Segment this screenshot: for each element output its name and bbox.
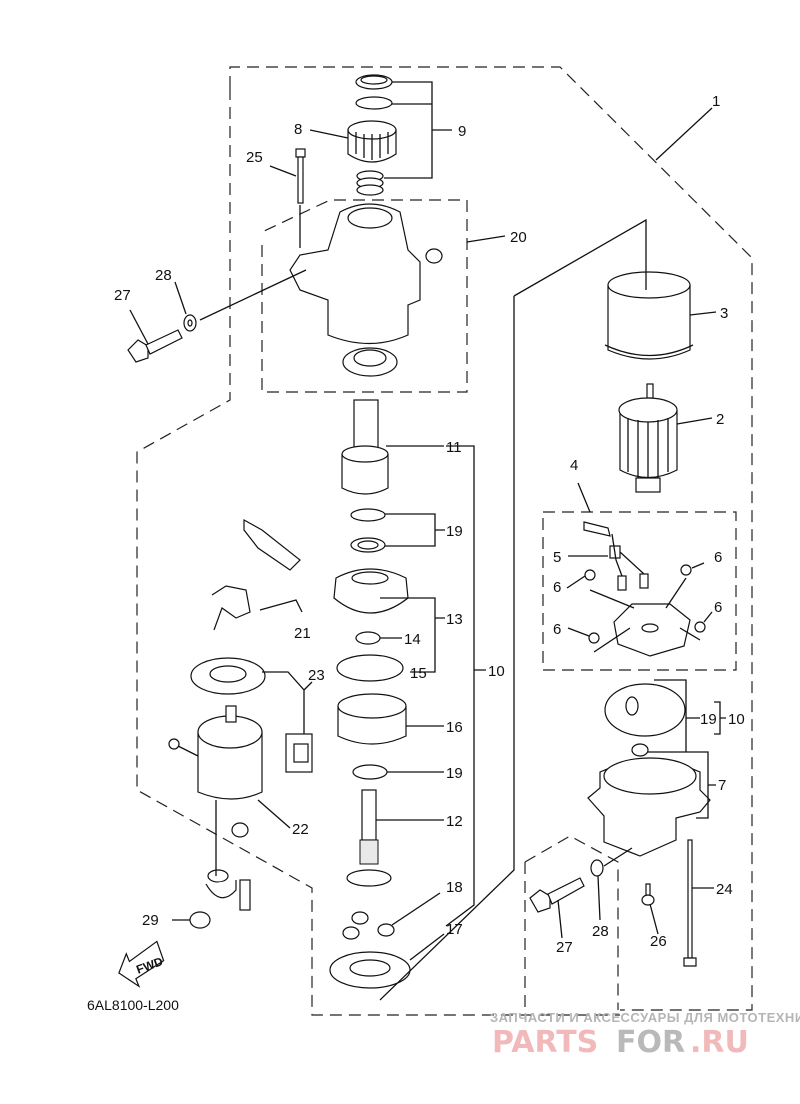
callout-8: 8	[294, 121, 302, 138]
callout-6c: 6	[714, 599, 722, 616]
brush-holder-plate	[613, 603, 691, 657]
callout-6a: 6	[553, 579, 561, 596]
callout-28b: 28	[592, 923, 609, 940]
callout-12: 12	[446, 813, 463, 830]
callout-19c: 19	[700, 711, 717, 728]
callout-19a: 19	[446, 523, 463, 540]
front-housing	[289, 203, 443, 345]
bushing-14	[355, 631, 381, 645]
washer-19	[350, 537, 386, 553]
callout-7: 7	[718, 777, 726, 794]
pinion-seal-ring	[355, 74, 393, 90]
callout-23: 23	[308, 667, 325, 684]
callout-15: 15	[410, 665, 427, 682]
bolt-27	[127, 329, 183, 363]
washer-28-right	[590, 859, 604, 877]
callout-17: 17	[446, 921, 463, 938]
ring-15	[336, 654, 404, 682]
snap-ring	[355, 96, 393, 110]
bolt-27-right	[529, 877, 585, 913]
armature	[618, 383, 678, 493]
callout-11: 11	[446, 439, 462, 456]
diagram-code: 6AL8100-L200	[87, 997, 179, 1013]
bolt-25	[295, 148, 306, 248]
callout-27a: 27	[114, 287, 131, 304]
callout-18: 18	[446, 879, 463, 896]
nut-29	[189, 911, 211, 929]
watermark-brand: PARTS FOR .RU	[492, 1025, 749, 1060]
housing-group-boundary	[261, 199, 468, 393]
yoke	[604, 271, 694, 360]
callout-1: 1	[712, 93, 720, 110]
callout-2: 2	[716, 411, 724, 428]
callout-10b: 10	[728, 711, 745, 728]
washer-19-lower	[352, 764, 388, 780]
callout-10a: 10	[488, 663, 505, 680]
terminal-boot	[205, 869, 251, 911]
callout-6b: 6	[714, 549, 722, 566]
brush-holder-group-boundary	[542, 511, 737, 671]
pinion-spring	[356, 170, 384, 196]
pinion-shaft-11	[341, 399, 389, 495]
solenoid-22	[168, 705, 263, 800]
callout-28a: 28	[155, 267, 172, 284]
callout-5: 5	[553, 549, 561, 566]
callout-16: 16	[446, 719, 463, 736]
watermark-brand-ru: .RU	[690, 1025, 749, 1060]
brush-spring	[584, 564, 706, 644]
forward-direction-arrow: FWD	[118, 940, 165, 988]
callout-21: 21	[294, 625, 311, 642]
screw-26	[641, 883, 655, 906]
callout-3: 3	[720, 305, 728, 322]
output-shaft-12	[346, 789, 392, 887]
callout-20: 20	[510, 229, 527, 246]
callout-4: 4	[570, 457, 578, 474]
rear-cover	[587, 757, 711, 857]
cap-22	[231, 822, 249, 838]
watermark-brand-parts: PARTS	[492, 1025, 598, 1060]
callout-29: 29	[142, 912, 159, 929]
solenoid-gasket	[190, 657, 266, 695]
clutch-housing-13	[333, 568, 409, 614]
watermark-brand-for: FOR	[616, 1025, 685, 1060]
planet-gear-ring-16	[337, 693, 407, 745]
brush-lead	[583, 521, 649, 591]
watermark-subtitle: ЗАПЧАСТИ И АКСЕССУАРЫ ДЛЯ МОТОТЕХНИКИ	[490, 1010, 800, 1025]
solenoid-cover-23	[285, 733, 313, 773]
callout-24: 24	[716, 881, 733, 898]
bolt-group-boundary	[524, 835, 619, 1010]
through-bolt-24	[683, 839, 697, 967]
assembly-boundary	[136, 66, 753, 1016]
callout-27b: 27	[556, 939, 573, 956]
washer-28	[183, 314, 197, 332]
pinion-gear	[347, 120, 397, 163]
callout-19b: 19	[446, 765, 463, 782]
callout-6d: 6	[553, 621, 561, 638]
callout-9: 9	[458, 123, 466, 140]
callout-14: 14	[404, 631, 421, 648]
housing-bearing	[342, 347, 398, 377]
planet-gear-18	[342, 911, 395, 940]
callout-13: 13	[446, 611, 463, 628]
end-plate	[604, 683, 686, 737]
callout-22: 22	[292, 821, 309, 838]
shift-lever-21	[211, 518, 301, 631]
callout-25: 25	[246, 149, 263, 166]
callout-26: 26	[650, 933, 667, 950]
e-clip-19	[350, 508, 386, 522]
